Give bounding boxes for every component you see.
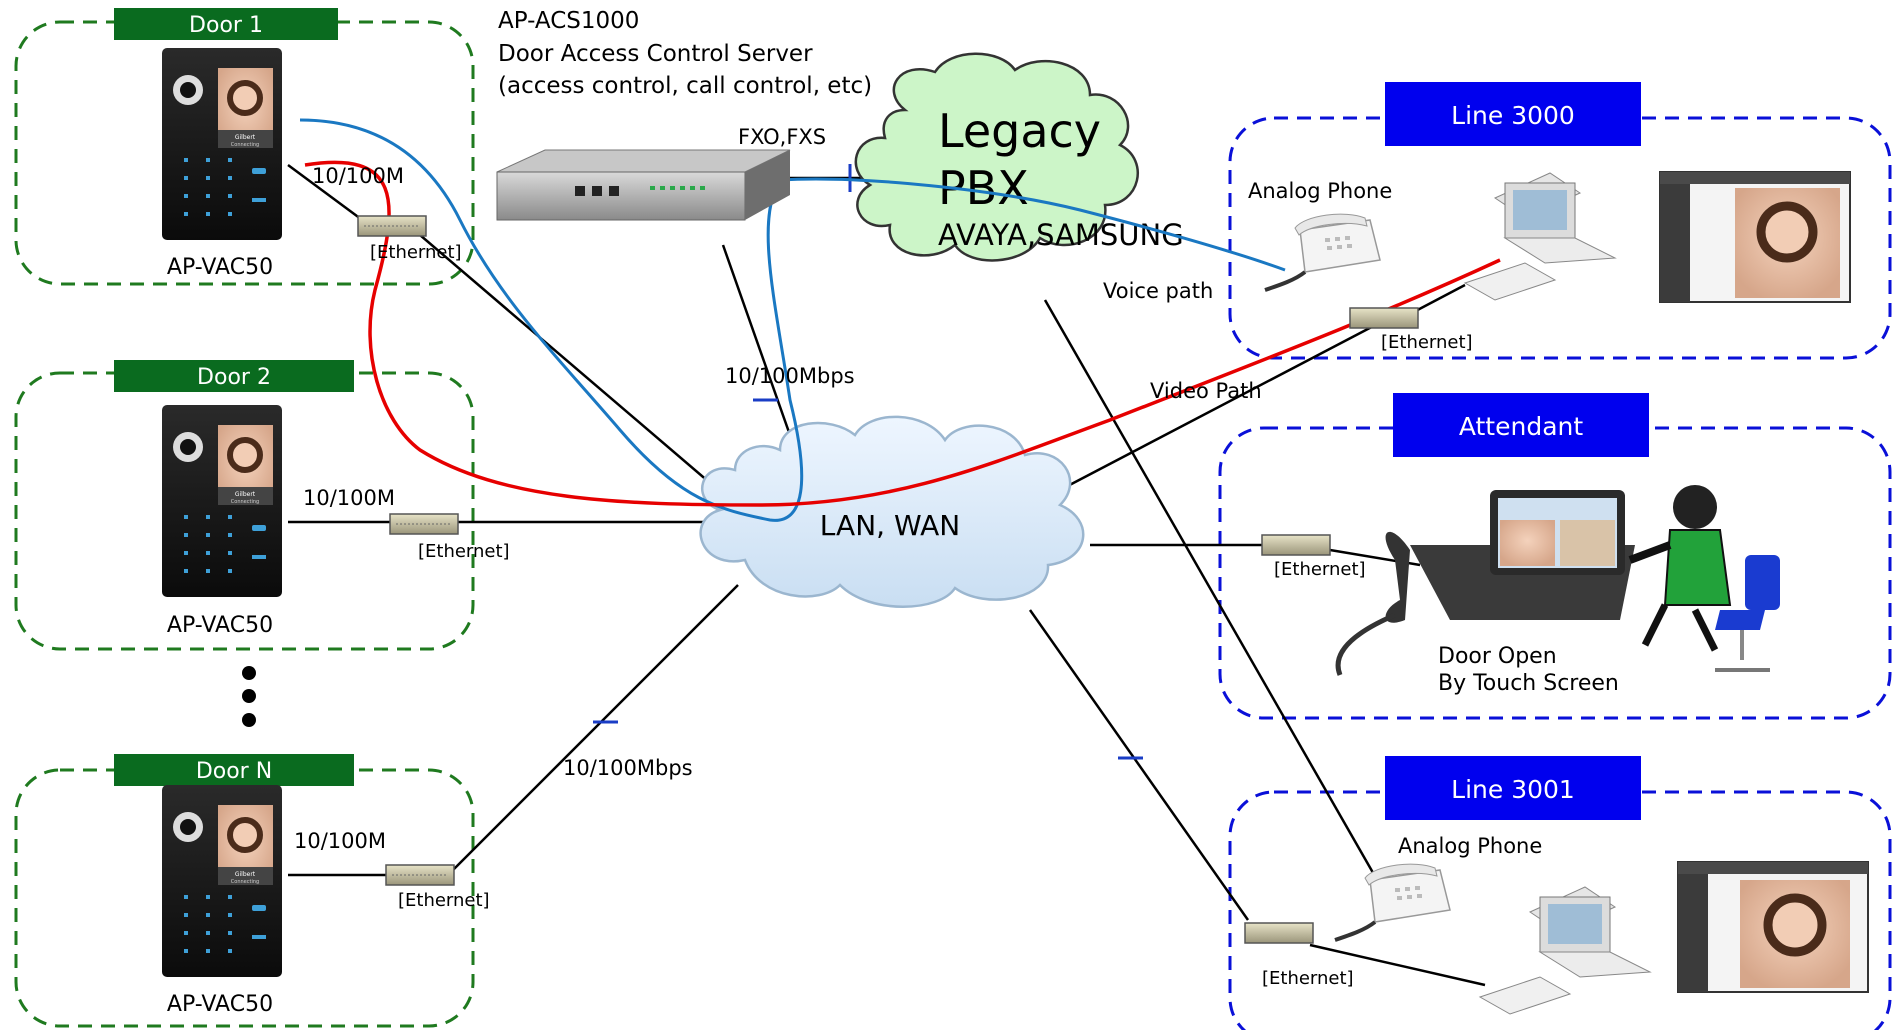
door-1-header-label: Door 1: [189, 13, 263, 38]
door-1-switch: [Ethernet]: [357, 215, 462, 263]
video-path-label: Video Path: [1150, 379, 1262, 403]
door-n-header: [114, 754, 354, 786]
access-control-server: [496, 149, 791, 221]
ethernet-switch-icon: [1349, 307, 1419, 329]
door-1-header: [114, 8, 338, 40]
line3001-pc-icon: [1478, 886, 1652, 1015]
line3001-switch-to-pc-link: [1309, 943, 1486, 987]
line3000-switch: [Ethernet]: [1349, 307, 1473, 353]
line3000-pc-icon: [1463, 172, 1617, 301]
line3000-header: [1385, 82, 1641, 146]
line3001-switch: [Ethernet]: [1244, 922, 1354, 989]
attendant-switch-label: [Ethernet]: [1274, 559, 1366, 580]
voice-path-label: Voice path: [1103, 279, 1213, 303]
svg-text:Gilbert: Gilbert: [235, 871, 256, 878]
line3000-group: Line 3000: [1228, 82, 1892, 360]
door-n-link-label: 10/100M: [294, 829, 386, 853]
door-2-link-label: 10/100M: [303, 486, 395, 510]
ethernet-switch-icon: [1261, 534, 1331, 556]
door-n-device-label: AP-VAC50: [167, 992, 273, 1017]
door-n-switch-label: [Ethernet]: [398, 890, 490, 911]
door-2-switch: [Ethernet]: [389, 513, 510, 562]
server-functions: (access control, call control, etc): [498, 73, 872, 99]
line3001-analog-phone-icon: [1334, 863, 1451, 942]
doorn-switch-to-lan-link: [447, 584, 739, 876]
door-n-group: Door N: [14, 754, 475, 1028]
pbx-title-line1: Legacy: [938, 104, 1101, 158]
lan-to-line3000-link: [1059, 318, 1386, 492]
link-ticks: [593, 164, 1143, 760]
attendant-person-icon: [1628, 485, 1780, 672]
line3001-group: Line 3001: [1228, 756, 1892, 1030]
svg-text:Connecting: Connecting: [231, 879, 259, 885]
network-links: [287, 163, 1486, 987]
server-uplink-label: 10/100Mbps: [725, 364, 855, 388]
line3001-video-screen: [1677, 861, 1869, 993]
line3001-phone-label: Analog Phone: [1398, 834, 1542, 858]
door-n-uplink-label: 10/100Mbps: [563, 756, 693, 780]
line3001-switch-label: [Ethernet]: [1262, 968, 1354, 989]
video-path-line: [304, 160, 1501, 507]
door-2-header: [114, 360, 354, 392]
door-1-device-label: AP-VAC50: [167, 255, 273, 280]
door-2-device-label: AP-VAC50: [167, 613, 273, 638]
door-1-device: Gilbert Connecting: [162, 48, 282, 240]
lan-to-line3001-link: [1028, 609, 1250, 921]
door-1-switch-label: [Ethernet]: [370, 242, 462, 263]
svg-text:Gilbert: Gilbert: [235, 134, 256, 141]
attendant-header: [1393, 393, 1649, 457]
line3000-phone-label: Analog Phone: [1248, 179, 1392, 203]
door1-switch-to-lan-link: [419, 234, 731, 501]
video-phone-icon: [1335, 490, 1635, 676]
server-to-lan-link: [721, 244, 799, 456]
line3000-header-label: Line 3000: [1451, 101, 1575, 130]
door-2-group: Door 2: [14, 360, 475, 651]
lan-wan-cloud: LAN, WAN: [699, 415, 1085, 608]
line3001-header: [1385, 756, 1641, 820]
voice-path-line: [299, 118, 1286, 522]
door-2-switch-label: [Ethernet]: [418, 541, 510, 562]
server-description: Door Access Control Server: [498, 41, 813, 67]
legacy-pbx-cloud: Legacy PBX AVAYA,SAMSUNG: [854, 52, 1184, 262]
keypad: [184, 158, 266, 216]
door-1-group: Door 1: [14, 8, 475, 286]
attendant-header-label: Attendant: [1459, 412, 1584, 441]
more-doors-ellipsis: [242, 666, 256, 727]
line3001-header-label: Line 3001: [1451, 775, 1575, 804]
server-trunk-label: FXO,FXS: [738, 125, 826, 149]
door1-to-switch-link: [287, 163, 366, 224]
svg-text:Gilbert: Gilbert: [235, 491, 256, 498]
attendant-group: Attendant: [1218, 393, 1892, 720]
line3000-analog-phone-icon: [1264, 213, 1381, 292]
pbx-to-line3001-phone-link: [1043, 299, 1382, 886]
attendant-caption-line2: By Touch Screen: [1438, 671, 1619, 696]
lan-wan-label: LAN, WAN: [820, 509, 960, 542]
server-model: AP-ACS1000: [498, 8, 639, 34]
door-2-header-label: Door 2: [197, 365, 271, 390]
ethernet-switch-icon: [1244, 922, 1314, 944]
door-2-device: Gilbert Connecting: [162, 405, 282, 597]
line3000-video-screen: [1659, 171, 1851, 303]
door-1-link-label: 10/100M: [312, 164, 404, 188]
server-front-panel: [496, 171, 746, 221]
pbx-vendors: AVAYA,SAMSUNG: [938, 218, 1184, 252]
door-n-device: Gilbert Connecting: [162, 785, 282, 977]
door-n-switch: [Ethernet]: [385, 864, 490, 911]
door-n-header-label: Door N: [196, 759, 272, 784]
attendant-caption-line1: Door Open: [1438, 644, 1557, 669]
svg-text:Connecting: Connecting: [231, 142, 259, 148]
svg-text:Connecting: Connecting: [231, 499, 259, 505]
attendant-switch: [Ethernet]: [1261, 534, 1366, 580]
line3000-switch-label: [Ethernet]: [1381, 332, 1473, 353]
